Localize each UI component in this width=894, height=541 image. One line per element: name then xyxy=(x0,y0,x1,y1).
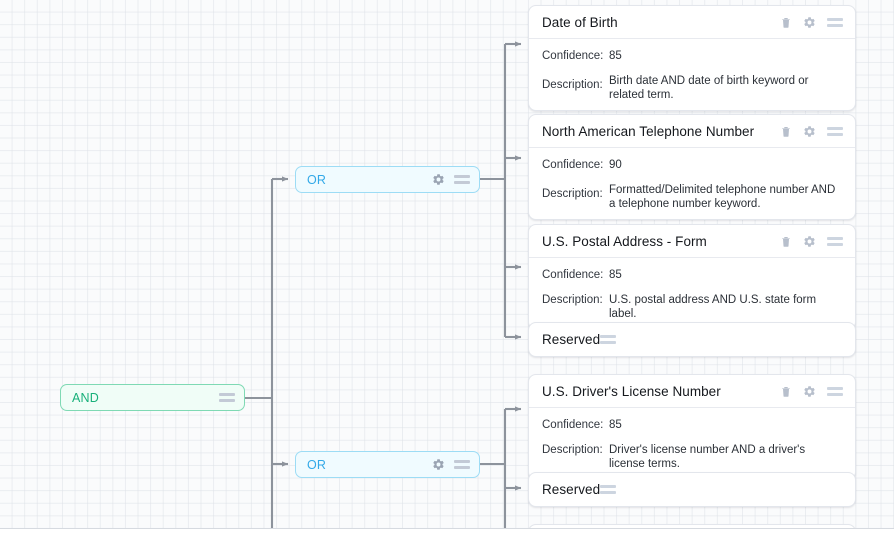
description-label: Description: xyxy=(542,444,603,456)
confidence-value: 85 xyxy=(609,419,622,431)
card-title: U.S. Driver's License Number xyxy=(542,383,721,399)
card-body: Confidence: 90 Description: Formatted/De… xyxy=(529,148,855,219)
drag-handle-icon[interactable] xyxy=(219,393,235,402)
canvas-bottom-strip xyxy=(0,529,894,541)
drag-handle-icon[interactable] xyxy=(600,335,617,344)
card-actions xyxy=(780,235,843,248)
drag-handle-icon[interactable] xyxy=(827,17,843,27)
confidence-row: Confidence: 85 xyxy=(542,265,843,286)
card-actions xyxy=(780,385,843,398)
description-value: U.S. postal address AND U.S. state form … xyxy=(609,294,817,320)
logic-node-or-top-icons xyxy=(432,173,470,186)
confidence-label: Confidence: xyxy=(542,159,604,171)
detail-card[interactable]: U.S. Driver's License Number Confidence:… xyxy=(528,374,856,480)
drag-handle-icon[interactable] xyxy=(454,460,470,469)
confidence-row: Confidence: 85 xyxy=(542,415,843,436)
card-header: U.S. Postal Address - Form xyxy=(529,225,855,258)
logic-node-and-icons xyxy=(219,393,235,402)
trash-icon[interactable] xyxy=(780,235,792,248)
logic-node-or-bottom[interactable]: OR xyxy=(295,451,480,478)
drag-handle-icon[interactable] xyxy=(827,236,843,246)
card-body: Confidence: 85 Description: Birth date A… xyxy=(529,39,855,110)
trash-icon[interactable] xyxy=(780,16,792,29)
card-actions xyxy=(600,485,617,494)
gear-icon[interactable] xyxy=(803,235,816,248)
trash-icon[interactable] xyxy=(780,385,792,398)
confidence-row: Confidence: 85 xyxy=(542,46,843,67)
description-row: Description: U.S. postal address AND U.S… xyxy=(542,290,843,321)
gear-icon[interactable] xyxy=(803,16,816,29)
card-header: Date of Birth xyxy=(529,6,855,39)
confidence-value: 90 xyxy=(609,159,622,171)
drag-handle-icon[interactable] xyxy=(827,386,843,396)
logic-node-or-bottom-label: OR xyxy=(307,457,327,472)
detail-card[interactable]: U.S. Postal Address - Form Confidence: 8… xyxy=(528,224,856,330)
logic-node-or-top[interactable]: OR xyxy=(295,166,480,193)
card-title: North American Telephone Number xyxy=(542,123,755,139)
gear-icon[interactable] xyxy=(803,125,816,138)
reserved-card[interactable]: Reserved xyxy=(528,322,856,357)
drag-handle-icon[interactable] xyxy=(454,175,470,184)
gear-icon[interactable] xyxy=(432,173,445,186)
drag-handle-icon[interactable] xyxy=(827,126,843,136)
detail-card[interactable]: Date of Birth Confidence: 85 Description… xyxy=(528,5,856,111)
logic-node-or-bottom-icons xyxy=(432,458,470,471)
card-title: Reserved xyxy=(542,332,601,347)
gear-icon[interactable] xyxy=(432,458,445,471)
card-actions xyxy=(780,125,843,138)
confidence-row: Confidence: 90 xyxy=(542,155,843,176)
confidence-value: 85 xyxy=(609,269,622,281)
card-title: Date of Birth xyxy=(542,14,618,30)
gear-icon[interactable] xyxy=(803,385,816,398)
card-body: Confidence: 85 Description: Driver's lic… xyxy=(529,408,855,479)
card-header: Reserved xyxy=(529,473,855,506)
confidence-label: Confidence: xyxy=(542,269,604,281)
card-title: Reserved xyxy=(542,482,601,497)
description-label: Description: xyxy=(542,294,603,306)
card-header: U.S. Driver's License Number xyxy=(529,375,855,408)
description-row: Description: Formatted/Delimited telepho… xyxy=(542,180,843,211)
logic-node-and[interactable]: AND xyxy=(60,384,245,411)
detail-card[interactable]: North American Telephone Number Confiden… xyxy=(528,114,856,220)
logic-node-and-label: AND xyxy=(72,390,99,405)
description-label: Description: xyxy=(542,79,603,91)
card-header: Reserved xyxy=(529,323,855,356)
description-value: Driver's license number AND a driver's l… xyxy=(609,444,806,470)
confidence-label: Confidence: xyxy=(542,419,604,431)
card-title: U.S. Postal Address - Form xyxy=(542,233,707,249)
confidence-label: Confidence: xyxy=(542,50,604,62)
reserved-card[interactable]: Reserved xyxy=(528,472,856,507)
card-header: North American Telephone Number xyxy=(529,115,855,148)
description-row: Description: Driver's license number AND… xyxy=(542,440,843,471)
card-body: Confidence: 85 Description: U.S. postal … xyxy=(529,258,855,329)
logic-node-or-top-label: OR xyxy=(307,172,327,187)
drag-handle-icon[interactable] xyxy=(600,485,617,494)
description-label: Description: xyxy=(542,188,603,200)
card-actions xyxy=(600,335,617,344)
flow-canvas[interactable]: AND OR OR Date of Birth xyxy=(0,0,894,529)
confidence-value: 85 xyxy=(609,50,622,62)
description-value: Formatted/Delimited telephone number AND… xyxy=(609,184,836,210)
card-actions xyxy=(780,16,843,29)
trash-icon[interactable] xyxy=(780,125,792,138)
description-value: Birth date AND date of birth keyword or … xyxy=(609,75,809,101)
description-row: Description: Birth date AND date of birt… xyxy=(542,71,843,102)
